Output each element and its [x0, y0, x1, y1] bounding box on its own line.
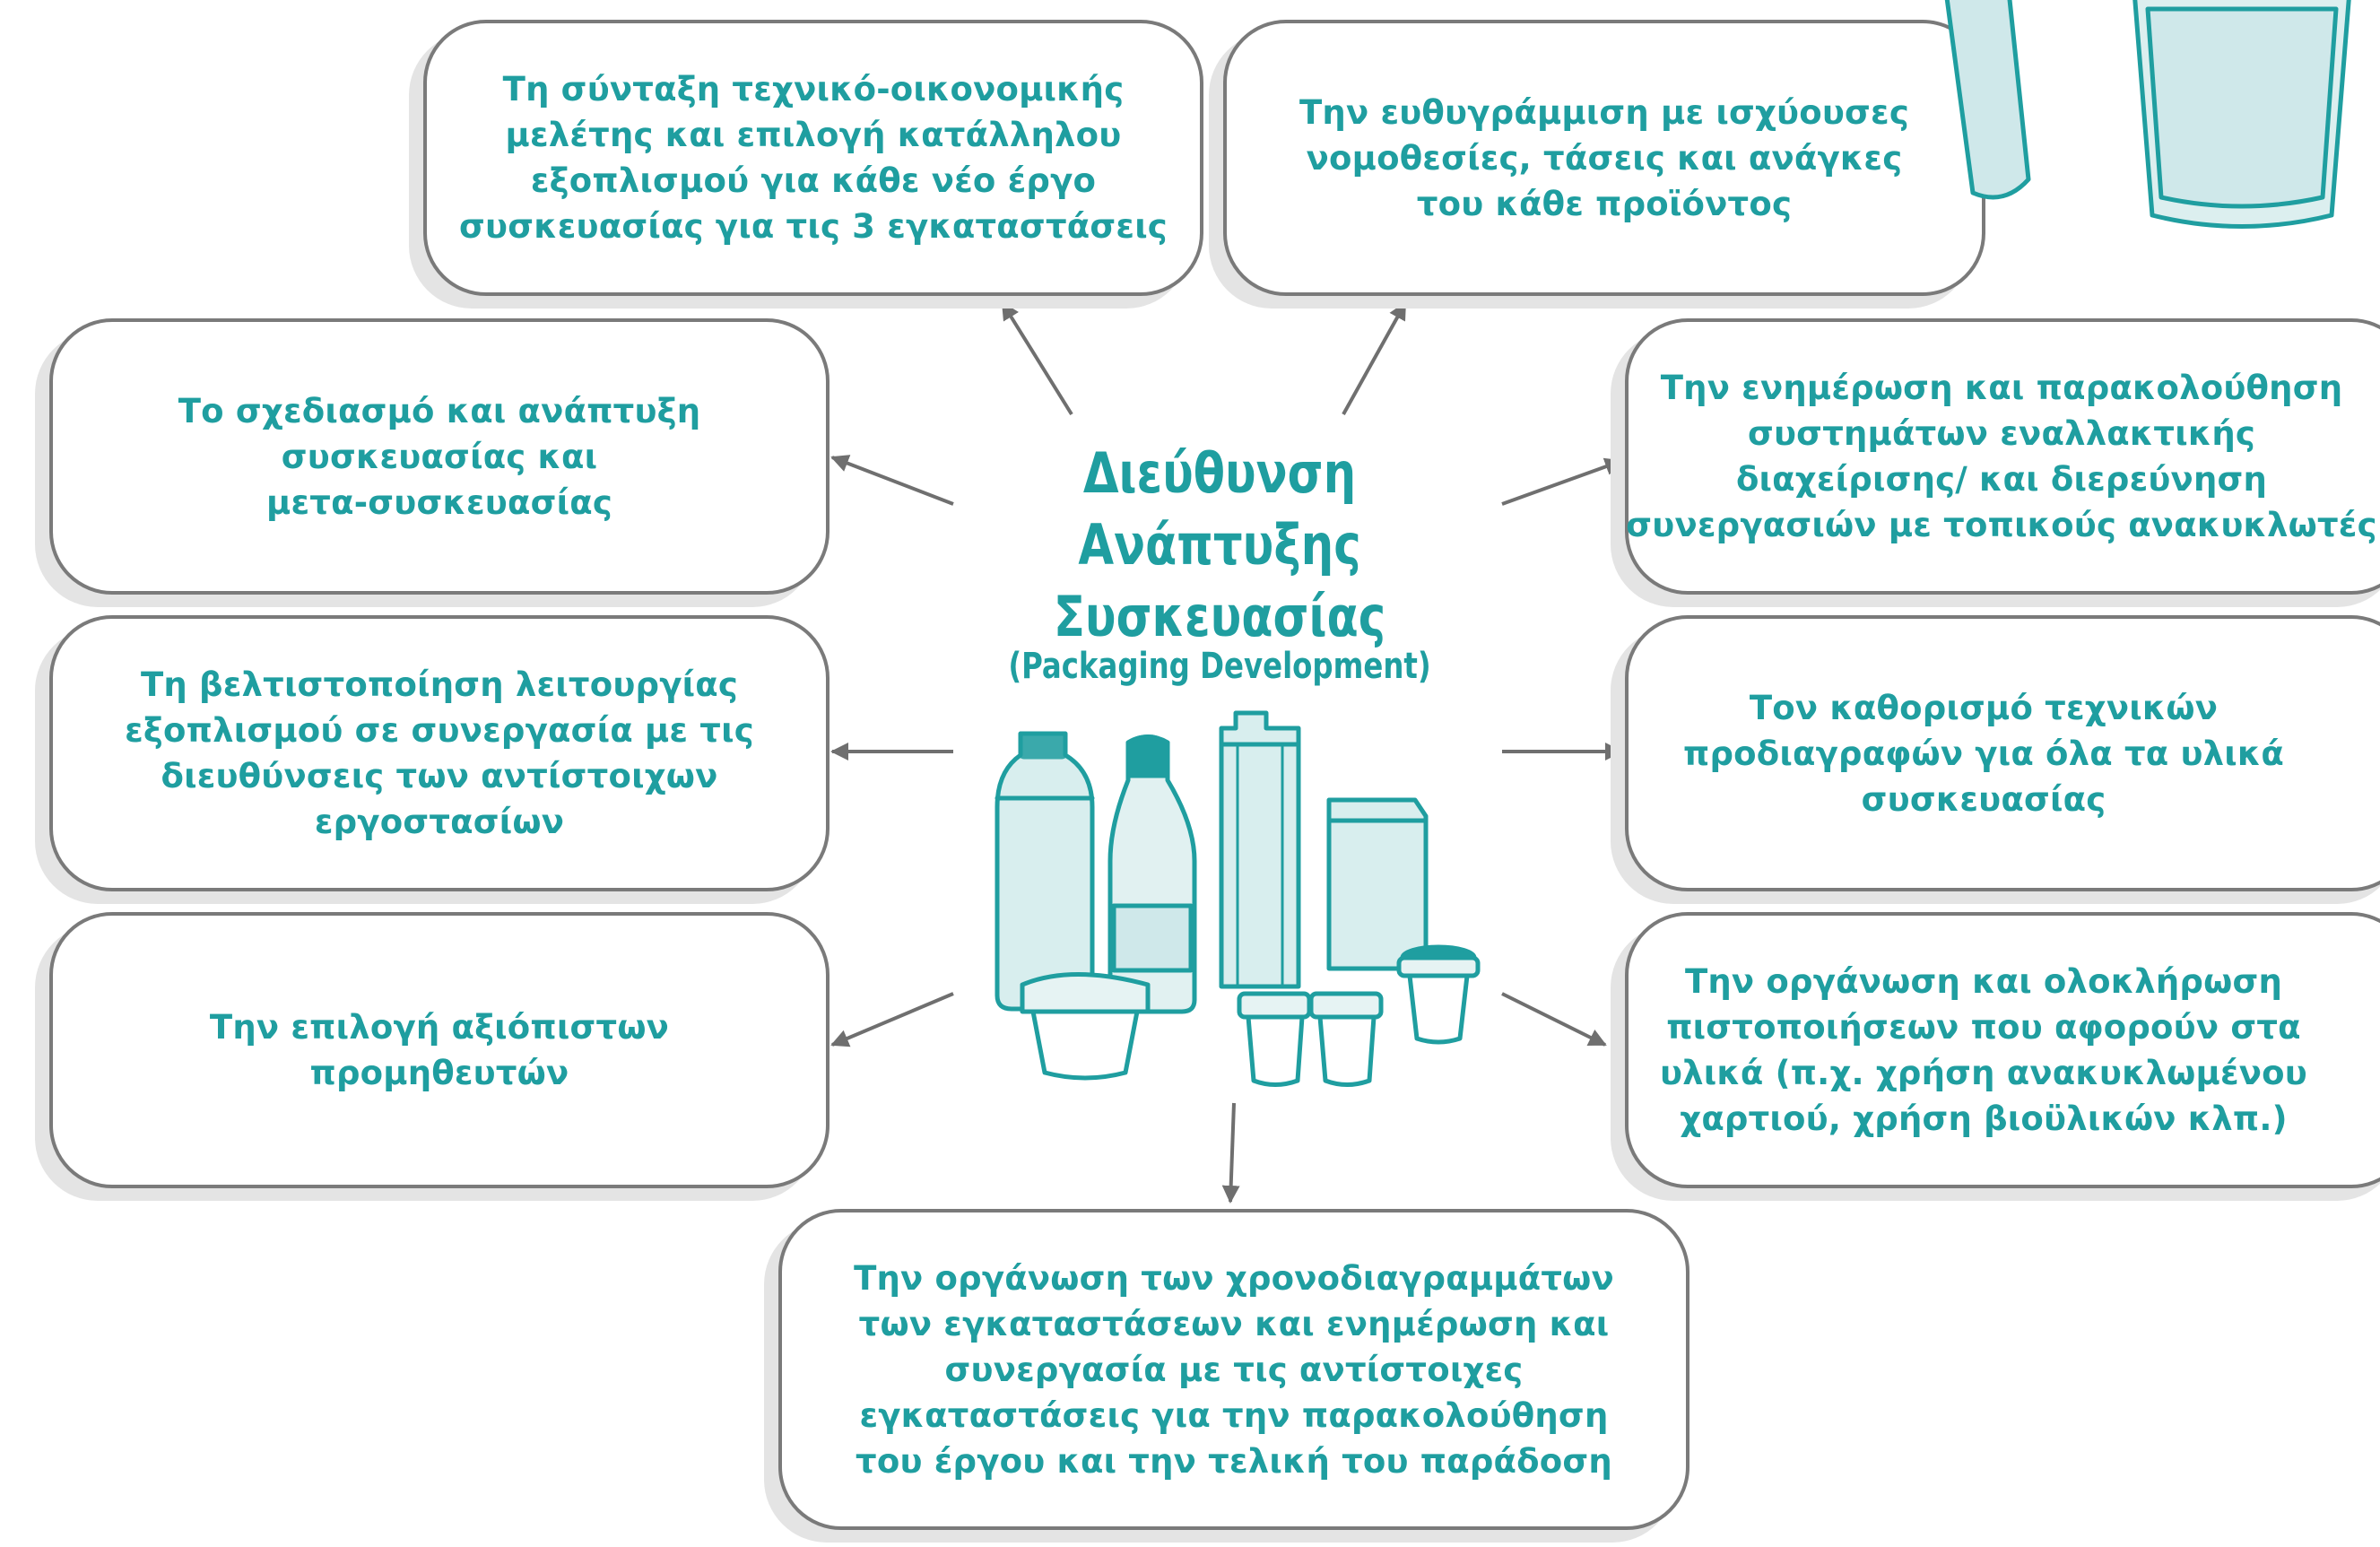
- arrow-icon: [830, 992, 954, 1047]
- box-right-2: Τον καθορισμό τεχνικών προδιαγραφών για …: [1625, 615, 2380, 891]
- box-left-1-text: Το σχεδιασμό και ανάπτυξη συσκευασίας κα…: [178, 391, 701, 522]
- arrow-icon: [1501, 992, 1607, 1047]
- box-left-3: Την επιλογή αξιόπιστων προμηθευτών: [49, 912, 830, 1188]
- center-title: Διεύθυνση Ανάπτυξης Συσκευασίας: [1053, 440, 1386, 649]
- arrow-icon: [1221, 1102, 1240, 1204]
- box-right-3-text: Την οργάνωση και ολοκλήρωση πιστοποιήσεω…: [1660, 962, 2307, 1138]
- box-left-1: Το σχεδιασμό και ανάπτυξη συσκευασίας κα…: [49, 318, 830, 595]
- arrow-icon: [1342, 301, 1407, 415]
- box-left-3-text: Την επιλογή αξιόπιστων προμηθευτών: [209, 1008, 670, 1092]
- box-top-right-text: Την ευθυγράμμιση με ισχύουσες νομοθεσίες…: [1299, 92, 1909, 223]
- box-left-2-text: Τη βελτιστοποίηση λειτουργίας εξοπλισμού…: [125, 665, 754, 841]
- box-left-2: Τη βελτιστοποίηση λειτουργίας εξοπλισμού…: [49, 615, 830, 891]
- arrow-icon: [830, 455, 954, 506]
- box-top-left-text: Τη σύνταξη τεχνικό-οικονομικής μελέτης κ…: [459, 70, 1168, 246]
- arrow-icon: [1501, 457, 1623, 506]
- box-top-left: Τη σύνταξη τεχνικό-οικονομικής μελέτης κ…: [423, 20, 1203, 296]
- arrow-icon: [1001, 301, 1073, 416]
- box-right-1: Την ενημέρωση και παρακολούθηση συστημάτ…: [1625, 318, 2380, 595]
- box-right-1-text: Την ενημέρωση και παρακολούθηση συστημάτ…: [1626, 369, 2377, 544]
- box-bottom: Την οργάνωση των χρονοδιαγραμμάτων των ε…: [778, 1209, 1689, 1530]
- center-subtitle: (Packaging Development): [1008, 646, 1431, 687]
- box-right-3: Την οργάνωση και ολοκλήρωση πιστοποιήσεω…: [1625, 912, 2380, 1188]
- box-top-right: Την ευθυγράμμιση με ισχύουσες νομοθεσίες…: [1223, 20, 1985, 296]
- box-bottom-text: Την οργάνωση των χρονοδιαγραμμάτων των ε…: [854, 1258, 1614, 1481]
- box-right-2-text: Τον καθορισμό τεχνικών προδιαγραφών για …: [1682, 688, 2284, 819]
